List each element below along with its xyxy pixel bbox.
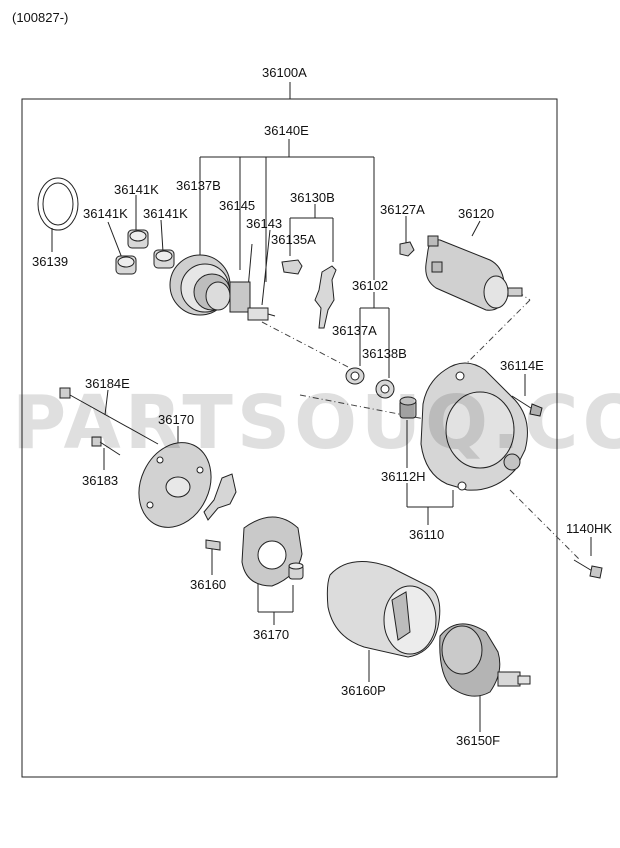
label-36137b[interactable]: 36137B: [176, 178, 221, 193]
label-36170-upper[interactable]: 36170: [158, 412, 194, 427]
solenoid-36120[interactable]: [425, 235, 523, 311]
label-36141k-left[interactable]: 36141K: [83, 206, 128, 221]
small-bushing[interactable]: [288, 562, 304, 580]
revision-code: (100827-): [12, 10, 68, 25]
assembly-label[interactable]: 36100A: [262, 65, 307, 80]
gear-36141k-left[interactable]: [115, 255, 137, 275]
planetary-gear-assembly-36137b[interactable]: [169, 254, 276, 321]
label-36137a[interactable]: 36137A: [332, 323, 377, 338]
label-36141k-upper[interactable]: 36141K: [114, 182, 159, 197]
label-36140e[interactable]: 36140E: [264, 123, 309, 138]
label-36130b[interactable]: 36130B: [290, 190, 335, 205]
bushing-36138b[interactable]: [375, 379, 395, 399]
part-labels: 36140E 36137B 36141K 36141K 36141K 36145…: [32, 123, 612, 748]
fork-lever-36130b[interactable]: [314, 265, 337, 329]
label-36160p[interactable]: 36160P: [341, 683, 386, 698]
label-36184e[interactable]: 36184E: [85, 376, 130, 391]
housing-36110[interactable]: [420, 362, 528, 491]
washer-36137a[interactable]: [345, 367, 365, 385]
nut-36127a[interactable]: [399, 241, 415, 257]
label-36160[interactable]: 36160: [190, 577, 226, 592]
lever-36135a[interactable]: [281, 259, 303, 275]
assembly-frame: [21, 98, 558, 778]
screw-36183[interactable]: [91, 436, 121, 456]
label-36135a[interactable]: 36135A: [271, 232, 316, 247]
label-36170-lower[interactable]: 36170: [253, 627, 289, 642]
gear-36141k-right[interactable]: [153, 249, 175, 269]
bolt-1140hk[interactable]: [573, 559, 603, 579]
label-36102[interactable]: 36102: [352, 278, 388, 293]
o-ring-36139[interactable]: [37, 177, 79, 231]
watermark: PARTSOUQ.COM: [12, 380, 620, 466]
label-36139[interactable]: 36139: [32, 254, 68, 269]
label-36110[interactable]: 36110: [409, 527, 444, 542]
armature-36150f[interactable]: [439, 623, 531, 697]
label-36112h[interactable]: 36112H: [381, 469, 426, 484]
bolt-36114e[interactable]: [511, 395, 543, 417]
label-36145[interactable]: 36145: [219, 198, 255, 213]
brush-spring-36160[interactable]: [203, 473, 237, 551]
yoke-36160p[interactable]: [326, 561, 441, 658]
label-36143[interactable]: 36143: [246, 216, 282, 231]
gear-36141k-upper[interactable]: [127, 229, 149, 249]
label-36114e[interactable]: 36114E: [500, 358, 544, 373]
label-36150f[interactable]: 36150F: [456, 733, 500, 748]
label-36120[interactable]: 36120: [458, 206, 494, 221]
bushing-36112h[interactable]: [399, 396, 417, 419]
label-1140hk[interactable]: 1140HK: [566, 521, 612, 536]
label-36183[interactable]: 36183: [82, 473, 118, 488]
label-36141k-right[interactable]: 36141K: [143, 206, 188, 221]
label-36138b[interactable]: 36138B: [362, 346, 407, 361]
through-bolt-36184e[interactable]: [59, 387, 159, 445]
label-36127a[interactable]: 36127A: [380, 202, 425, 217]
leader-lines: [51, 139, 592, 732]
brush-holder-36170[interactable]: [241, 516, 303, 587]
end-plate-36170[interactable]: [126, 431, 225, 539]
